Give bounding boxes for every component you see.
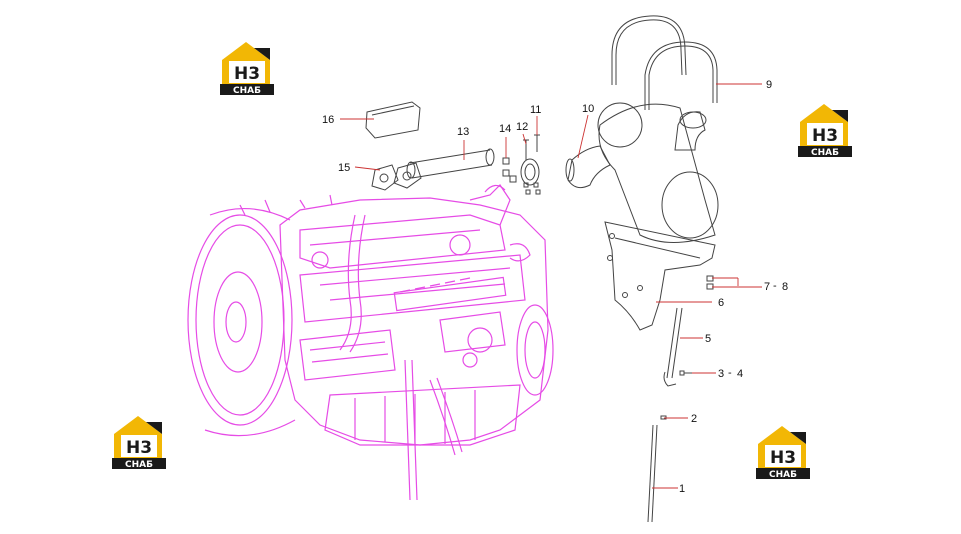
brand-logo-top-left: Н3 СНАБ [216,38,278,96]
callout-7: 7 [764,281,770,293]
callout-4: 4 [737,368,743,380]
callout-16: 16 [322,114,334,126]
part-16-heat-shield [365,101,421,139]
part-6-bracket [604,221,716,331]
callout-1: 1 [679,483,685,495]
callout-8: 8 [782,281,788,293]
callout-3: 3 [718,368,724,380]
leader-lines [340,83,762,489]
callout-14: 14 [499,123,511,135]
brand-logo-top-right: Н3 СНАБ [794,100,856,158]
callout-13: 13 [457,126,469,138]
logo-caption: СНАБ [233,86,261,96]
muffler [597,102,719,243]
callout-labels: 16 15 13 14 12 11 10 9 7 - 8 6 5 3 - 4 2… [322,79,788,495]
logo-caption: СНАБ [769,470,797,480]
callout-10: 10 [582,103,594,115]
part-8-washer [706,283,714,290]
callout-12: 12 [516,121,528,133]
logo-mark: Н3 [812,126,838,146]
part-14-nut [502,157,510,165]
logo-mark: Н3 [234,64,260,84]
part-7-nut [706,275,714,282]
exhaust-parts [365,15,719,523]
part-11-bolt [534,134,540,152]
callout-9: 9 [766,79,772,91]
callout-7-8-separator: - [773,280,777,292]
callout-6: 6 [718,297,724,309]
part-1-rod [647,424,654,523]
part-2-screw [660,415,667,420]
brand-logo-bottom-right: Н3 СНАБ [752,422,814,480]
engine-drawing [187,184,554,501]
logo-caption: СНАБ [125,460,153,470]
callout-2: 2 [691,413,697,425]
part-10-inlet-elbow [567,145,611,189]
part-13-exhaust-pipe [406,148,495,179]
part-9-u-bolts [611,15,718,110]
logo-caption: СНАБ [811,148,839,158]
callout-3-4-separator: - [728,367,732,379]
brand-logo-bottom-left: Н3 СНАБ [108,412,170,470]
callout-11: 11 [530,104,541,116]
part-5-tail-pipe [666,307,678,379]
logo-mark: Н3 [770,448,796,468]
part-clamp [520,158,540,186]
logo-mark: Н3 [126,438,152,458]
callout-15: 15 [338,162,350,174]
callout-5: 5 [705,333,711,345]
